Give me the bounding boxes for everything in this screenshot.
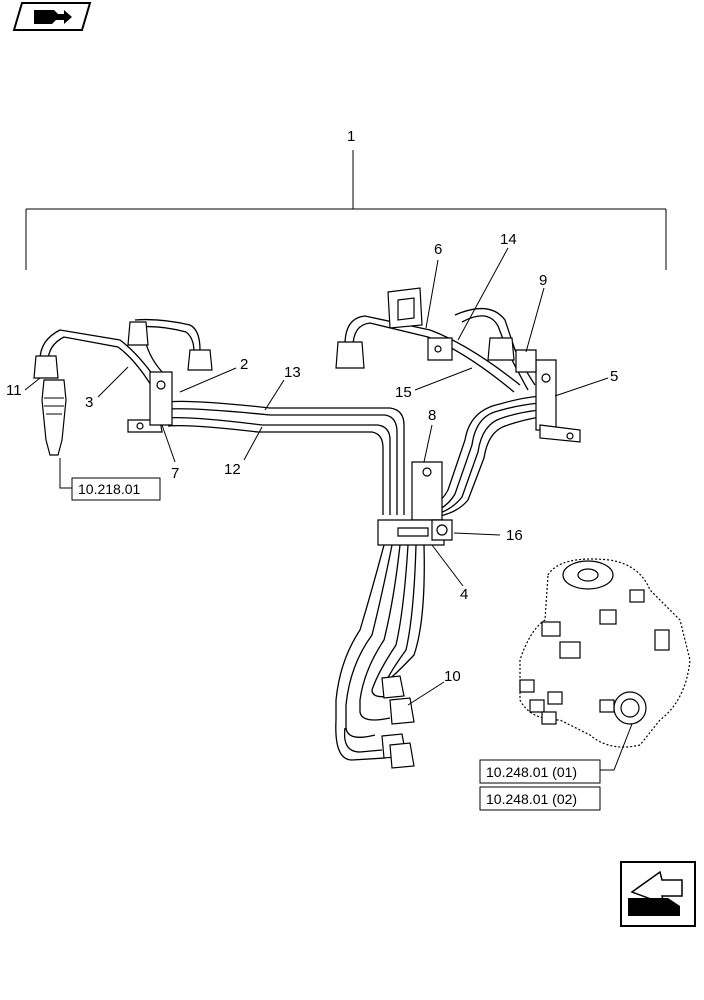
- assembly-bracket: [25, 150, 667, 270]
- injector-11: [41, 379, 67, 456]
- reference-pump-2-label: 10.248.01 (02): [486, 791, 577, 807]
- reference-pump-1-label: 10.248.01 (01): [486, 764, 577, 780]
- callout-9: 9: [539, 272, 547, 289]
- callout-labels: 1 2 3 4 5 6 7 8 9 10 11 12 13 14 15 16: [6, 128, 618, 685]
- pipe-clamp-bracket-left: [127, 371, 173, 433]
- callout-12: 12: [224, 461, 241, 478]
- callout-14: 14: [500, 231, 517, 248]
- callout-2: 2: [240, 356, 248, 373]
- leader-lines: [24, 247, 633, 771]
- injector-nut-left-1: [33, 355, 59, 379]
- injection-pipe-harness: [39, 308, 541, 761]
- callout-16: 16: [506, 527, 523, 544]
- reference-injector-label: 10.218.01: [78, 481, 140, 497]
- callout-13: 13: [284, 364, 301, 381]
- callout-4: 4: [460, 586, 468, 603]
- reference-injector[interactable]: 10.218.01: [71, 477, 161, 501]
- book-arrow-icon[interactable]: [12, 2, 92, 31]
- pump-end-nuts-10: [381, 675, 415, 769]
- callout-1: 1: [347, 128, 355, 145]
- fuel-injection-pump: [519, 558, 691, 748]
- clamp-14: [427, 337, 453, 361]
- clamp-9: [515, 349, 537, 373]
- callout-10: 10: [444, 668, 461, 685]
- next-page-arrow-icon[interactable]: [620, 861, 696, 927]
- callout-5: 5: [610, 368, 618, 385]
- pipe-clamp-bracket-right: [535, 359, 581, 443]
- injector-nut-right-2: [487, 337, 515, 361]
- callout-15: 15: [395, 384, 412, 401]
- injector-nut-right-1: [335, 341, 365, 369]
- callout-11: 11: [6, 382, 22, 399]
- injector-nut-left-3: [187, 349, 213, 371]
- callout-6: 6: [434, 241, 442, 258]
- reference-pump-1[interactable]: 10.248.01 (01): [479, 759, 601, 784]
- clamp-block-4: [377, 519, 453, 546]
- pipe-holder-6: [387, 287, 423, 329]
- support-plate-8: [411, 461, 443, 521]
- reference-pump-2[interactable]: 10.248.01 (02): [479, 786, 601, 811]
- callout-8: 8: [428, 407, 436, 424]
- callout-3: 3: [85, 394, 93, 411]
- callout-7: 7: [171, 465, 179, 482]
- injector-nut-left-2: [127, 321, 149, 346]
